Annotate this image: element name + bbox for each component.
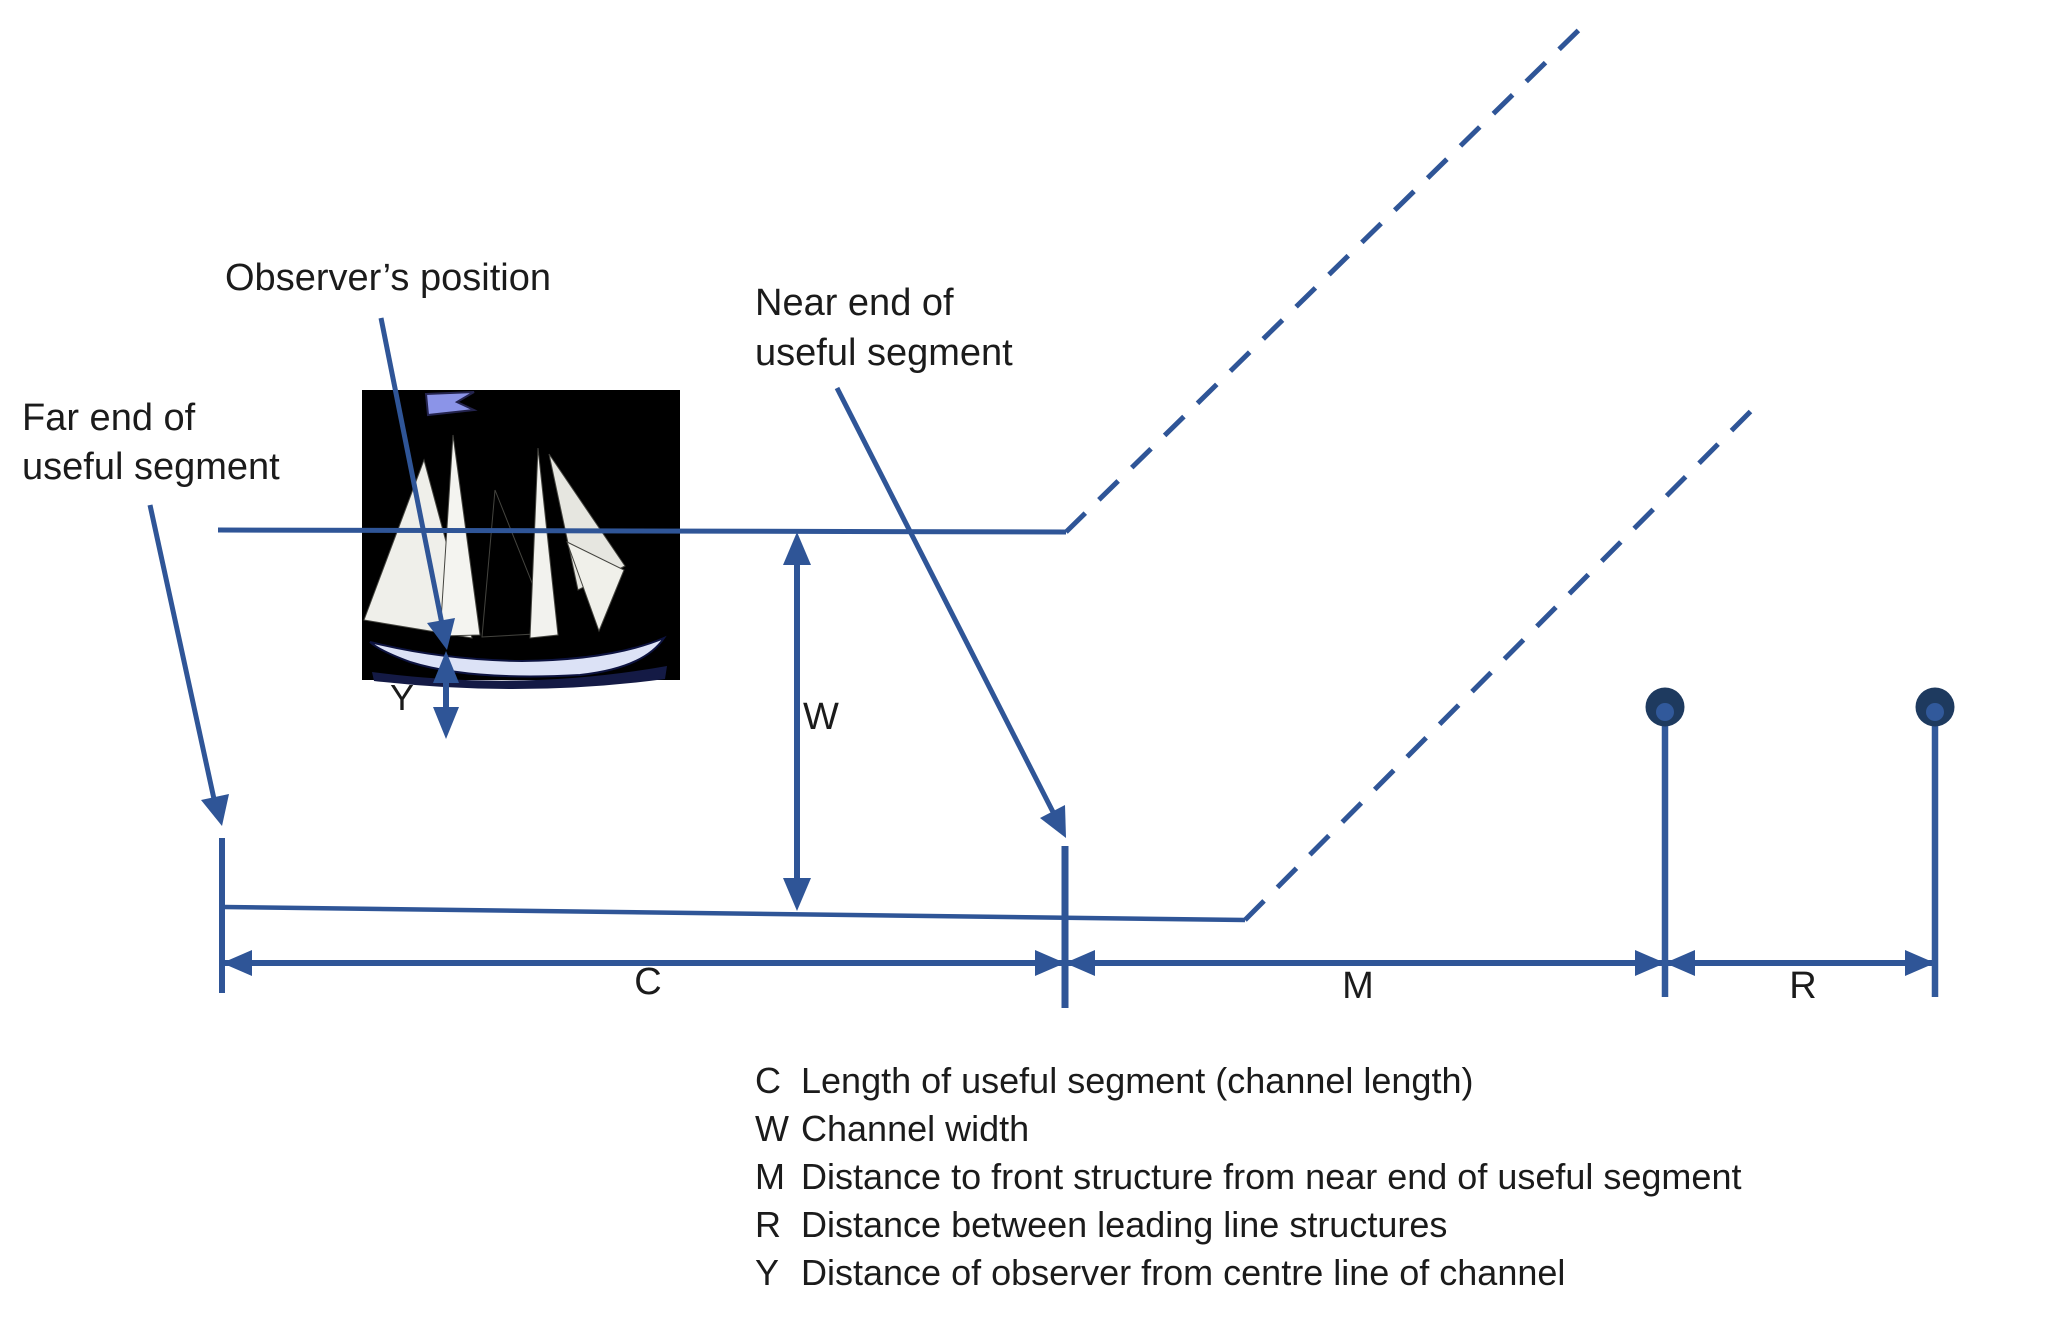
legend-description: Distance between leading line structures xyxy=(801,1204,1448,1245)
arrowhead-down xyxy=(1040,805,1066,838)
near-end-label-line1: Near end of xyxy=(755,282,954,324)
far-end-label-line2: useful segment xyxy=(22,446,280,488)
dimension-letter-y: Y xyxy=(390,677,415,718)
arrowhead-right xyxy=(1635,950,1665,976)
dimension-letter-c: C xyxy=(634,961,662,1003)
arrowhead-right xyxy=(1035,950,1065,976)
far-end-leader-line xyxy=(147,504,217,800)
upper-channel-line xyxy=(217,527,1067,535)
arrowhead-right xyxy=(1905,950,1935,976)
far-end-label: Far end of useful segment xyxy=(22,394,280,492)
observer-position-label: Observer’s position xyxy=(225,257,551,299)
rear-structure-ball-center xyxy=(1926,703,1944,721)
arrowhead-left xyxy=(222,950,252,976)
legend: C Length of useful segment (channel leng… xyxy=(755,1057,1741,1297)
observer-leader-line xyxy=(378,317,445,625)
near-end-leader-line xyxy=(834,386,1056,814)
arrowhead-left xyxy=(1665,950,1695,976)
arrowhead-up xyxy=(783,532,811,565)
dimension-letter-w: W xyxy=(803,696,839,738)
ship-sail xyxy=(529,447,559,639)
lower-channel-line xyxy=(223,904,1246,923)
front-structure-icon xyxy=(1645,687,1685,997)
ship-sail xyxy=(566,541,625,633)
near-end-label-line2: useful segment xyxy=(755,332,1013,374)
arrowhead-up xyxy=(433,651,459,683)
lower-channel-line-dashed xyxy=(1243,408,1754,922)
legend-symbol: M xyxy=(755,1156,785,1197)
far-end-label-line1: Far end of xyxy=(22,397,196,439)
arrowhead-down xyxy=(433,707,459,739)
arrowhead-down xyxy=(783,878,811,911)
legend-description: Length of useful segment (channel length… xyxy=(801,1060,1474,1101)
near-end-label: Near end of useful segment xyxy=(755,278,1013,378)
legend-symbol: R xyxy=(755,1204,781,1245)
arrowhead-down xyxy=(427,618,455,650)
legend-symbol: Y xyxy=(755,1252,780,1293)
legend-description: Channel width xyxy=(801,1108,1030,1149)
legend-symbol: C xyxy=(755,1060,781,1101)
legend-description: Distance of observer from centre line of… xyxy=(801,1252,1566,1293)
ship-sail xyxy=(439,434,481,637)
ship-flag xyxy=(424,391,478,417)
front-structure-ball-center xyxy=(1656,703,1674,721)
legend-symbol: W xyxy=(755,1108,789,1149)
dimension-letter-m: M xyxy=(1342,965,1374,1007)
ship-icon xyxy=(362,390,680,690)
upper-channel-line-dashed xyxy=(1064,20,1589,534)
arrowhead-down xyxy=(201,794,229,826)
legend-description: Distance to front structure from near en… xyxy=(801,1156,1742,1197)
rear-structure-icon xyxy=(1915,687,1955,997)
dimension-letter-r: R xyxy=(1789,965,1817,1007)
arrowhead-left xyxy=(1065,950,1095,976)
